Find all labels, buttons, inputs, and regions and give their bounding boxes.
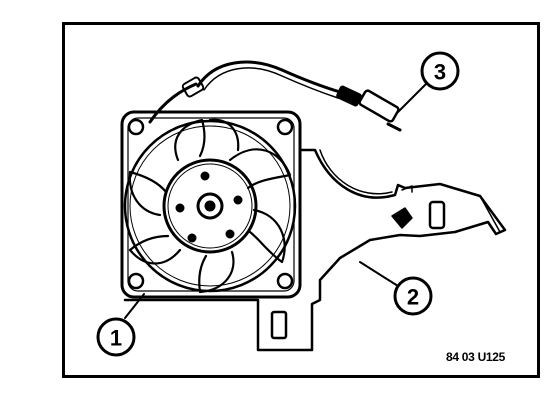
callout-3-label: 3 [434, 60, 446, 85]
hub-screws [175, 171, 243, 243]
mounting-bracket [123, 148, 507, 352]
callout-1-label: 1 [110, 326, 122, 351]
callout-3 [397, 51, 460, 113]
fan-cable [148, 60, 402, 132]
fan-blades [128, 118, 292, 294]
callout-1 [96, 293, 145, 357]
cooling-fan [120, 110, 302, 299]
callout-2-label: 2 [407, 285, 419, 310]
reference-code: 84 03 U125 [446, 350, 506, 364]
callout-2 [359, 261, 433, 316]
